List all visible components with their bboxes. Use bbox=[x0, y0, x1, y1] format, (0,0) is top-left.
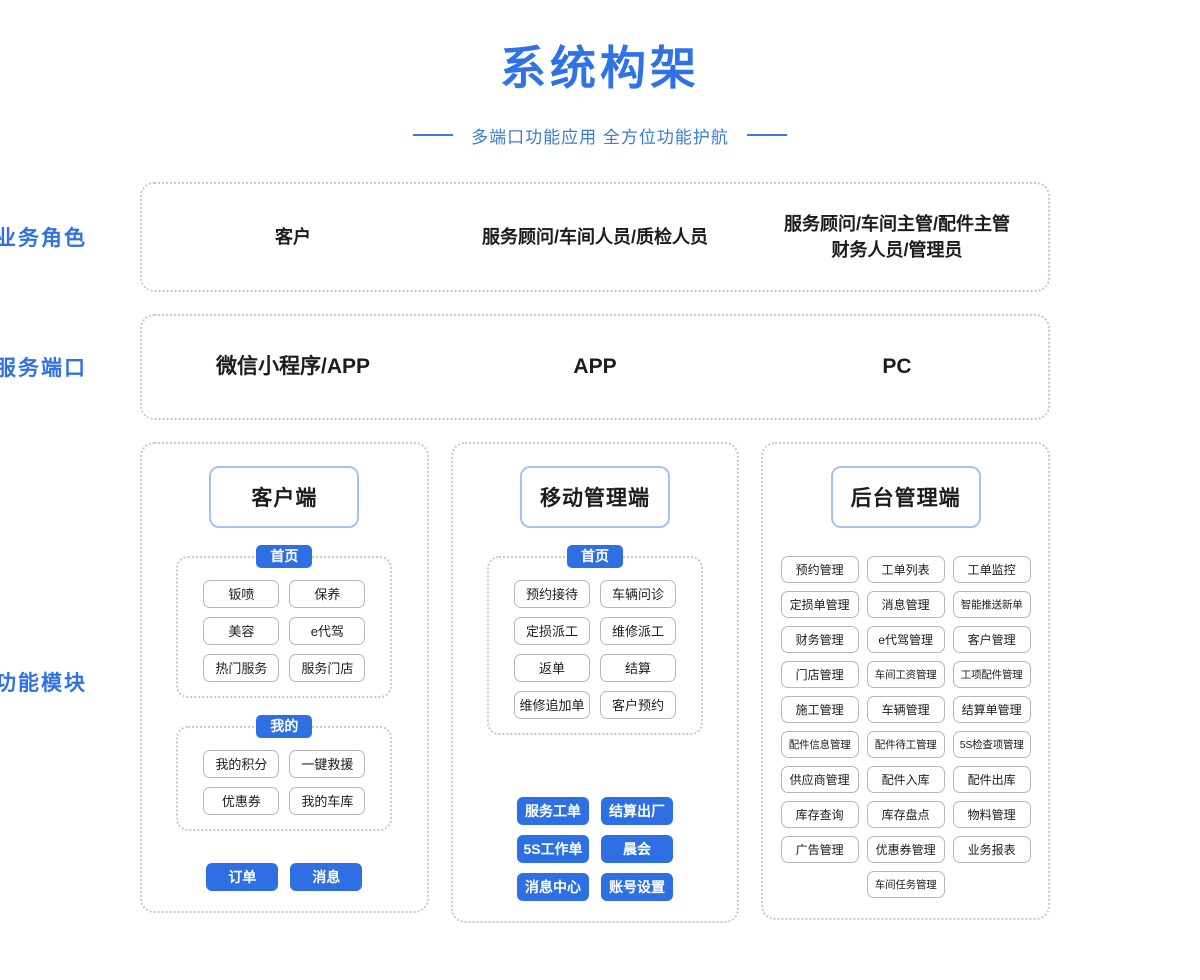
panel-client-mine-items: 我的积分 一键救援 优惠券 我的车库 bbox=[190, 749, 378, 815]
page-subtitle-row: 多端口功能应用 全方位功能护航 bbox=[0, 123, 1200, 148]
panel-mobile-home-items: 预约接待 车辆问诊 定损派工 维修派工 返单 结算 维修追加单 客户预约 bbox=[501, 579, 689, 719]
group-badge-mine: 我的 bbox=[256, 714, 313, 739]
business-roles-box: 客户 服务顾问/车间人员/质检人员 服务顾问/车间主管/配件主管 财务人员/管理… bbox=[140, 181, 1050, 292]
settlement-delivery-button[interactable]: 结算出厂 bbox=[601, 796, 673, 825]
list-item[interactable]: 业务报表 bbox=[952, 835, 1031, 863]
list-item[interactable]: 门店管理 bbox=[780, 660, 859, 688]
list-item[interactable]: 库存查询 bbox=[780, 800, 859, 828]
list-item[interactable]: 优惠券 bbox=[203, 786, 280, 815]
list-item[interactable]: 智能推送新单 bbox=[952, 590, 1031, 618]
account-settings-button[interactable]: 账号设置 bbox=[601, 872, 673, 901]
list-item[interactable]: 预约管理 bbox=[780, 555, 859, 583]
dash-right-icon bbox=[746, 134, 787, 137]
list-item[interactable]: 财务管理 bbox=[780, 625, 859, 653]
panel-mobile-admin: 移动管理端 首页 预约接待 车辆问诊 定损派工 维修派工 返单 结算 维修追加单… bbox=[450, 441, 740, 923]
function-module-panels: 客户端 首页 钣喷 保养 美容 e代驾 热门服务 服务门店 我的 我 bbox=[140, 441, 1051, 923]
list-item[interactable]: 定损单管理 bbox=[780, 590, 859, 618]
business-role-cell-3: 服务顾问/车间主管/配件主管 财务人员/管理员 bbox=[783, 213, 1010, 260]
list-item[interactable]: 热门服务 bbox=[203, 653, 280, 682]
panel-mobile-group-home: 首页 预约接待 车辆问诊 定损派工 维修派工 返单 结算 维修追加单 客户预约 bbox=[487, 544, 703, 735]
orders-button[interactable]: 订单 bbox=[206, 862, 279, 891]
list-item[interactable]: 维修追加单 bbox=[514, 690, 590, 719]
list-item[interactable]: 广告管理 bbox=[780, 835, 859, 863]
list-item[interactable]: 一键救援 bbox=[289, 749, 366, 778]
service-ports-box: 微信小程序/APP APP PC bbox=[140, 313, 1050, 420]
row-service-ports: 服务端口 微信小程序/APP APP PC bbox=[0, 313, 1050, 420]
panel-client-group-mine: 我的 我的积分 一键救援 优惠券 我的车库 bbox=[176, 714, 393, 831]
list-item[interactable]: e代驾管理 bbox=[866, 625, 945, 653]
page-subtitle: 多端口功能应用 全方位功能护航 bbox=[471, 127, 729, 147]
list-item[interactable]: 返单 bbox=[514, 653, 590, 682]
page-header: 系统构架 多端口功能应用 全方位功能护航 bbox=[0, 0, 1200, 148]
morning-meeting-button[interactable]: 晨会 bbox=[601, 834, 673, 863]
business-role-cell-2: 服务顾问/车间人员/质检人员 bbox=[481, 226, 708, 247]
messages-button[interactable]: 消息 bbox=[290, 862, 363, 891]
service-port-cell-2: APP bbox=[573, 354, 617, 378]
list-item[interactable]: 供应商管理 bbox=[780, 765, 859, 793]
five-s-worksheet-button[interactable]: 5S工作单 bbox=[517, 834, 589, 863]
list-item[interactable]: 配件信息管理 bbox=[780, 730, 859, 758]
panel-backend-admin-last-row: 车间任务管理 bbox=[779, 870, 1032, 898]
panel-backend-admin-title: 后台管理端 bbox=[830, 465, 981, 528]
list-item[interactable]: 我的积分 bbox=[203, 749, 280, 778]
list-item[interactable]: 5S检查项管理 bbox=[952, 730, 1031, 758]
list-item[interactable]: 定损派工 bbox=[514, 616, 590, 645]
list-item[interactable]: 车辆管理 bbox=[866, 695, 945, 723]
list-item[interactable]: 库存盘点 bbox=[866, 800, 945, 828]
list-item[interactable]: 优惠券管理 bbox=[866, 835, 945, 863]
row-business-roles: 业务角色 客户 服务顾问/车间人员/质检人员 服务顾问/车间主管/配件主管 财务… bbox=[0, 181, 1050, 292]
list-item[interactable]: 保养 bbox=[289, 579, 366, 608]
list-item[interactable]: 美容 bbox=[203, 616, 280, 645]
panel-mobile-primary-actions: 服务工单 结算出厂 5S工作单 晨会 消息中心 账号设置 bbox=[501, 796, 689, 901]
row-label-service-ports: 服务端口 bbox=[0, 356, 87, 380]
page-title: 系统构架 bbox=[500, 42, 700, 94]
list-item[interactable]: 工单列表 bbox=[866, 555, 945, 583]
panel-client-primary-actions: 订单 消息 bbox=[190, 862, 378, 891]
panel-mobile-admin-title: 移动管理端 bbox=[520, 465, 670, 528]
list-item[interactable]: 配件出库 bbox=[952, 765, 1031, 793]
panel-client-title: 客户端 bbox=[209, 465, 360, 528]
list-item[interactable]: 我的车库 bbox=[289, 786, 366, 815]
list-item[interactable]: 车间任务管理 bbox=[866, 870, 945, 898]
panel-client: 客户端 首页 钣喷 保养 美容 e代驾 热门服务 服务门店 我的 我 bbox=[140, 441, 429, 913]
list-item[interactable]: 配件入库 bbox=[866, 765, 945, 793]
list-item[interactable]: 预约接待 bbox=[514, 579, 590, 608]
list-item[interactable]: 施工管理 bbox=[780, 695, 859, 723]
list-item[interactable]: 客户管理 bbox=[952, 625, 1031, 653]
list-item[interactable]: 维修派工 bbox=[600, 616, 676, 645]
panel-client-group-home: 首页 钣喷 保养 美容 e代驾 热门服务 服务门店 bbox=[176, 544, 393, 698]
list-item[interactable]: 钣喷 bbox=[203, 579, 280, 608]
row-label-business-roles: 业务角色 bbox=[0, 226, 87, 250]
list-item[interactable]: 消息管理 bbox=[866, 590, 945, 618]
group-badge-home: 首页 bbox=[567, 544, 623, 569]
panel-backend-admin-items: 预约管理 工单列表 工单监控 定损单管理 消息管理 智能推送新单 财务管理 e代… bbox=[779, 555, 1032, 898]
service-port-cell-3: PC bbox=[882, 354, 912, 378]
list-item[interactable]: 车间工资管理 bbox=[866, 660, 945, 688]
panel-client-home-items: 钣喷 保养 美容 e代驾 热门服务 服务门店 bbox=[190, 579, 378, 682]
dash-left-icon bbox=[413, 134, 454, 137]
list-item[interactable]: 结算 bbox=[600, 653, 676, 682]
list-item[interactable]: e代驾 bbox=[289, 616, 366, 645]
list-item[interactable]: 工单监控 bbox=[952, 555, 1031, 583]
list-item[interactable]: 工项配件管理 bbox=[952, 660, 1031, 688]
service-port-cell-1: 微信小程序/APP bbox=[215, 354, 370, 378]
message-center-button[interactable]: 消息中心 bbox=[517, 872, 589, 901]
list-item[interactable]: 服务门店 bbox=[289, 653, 366, 682]
list-item[interactable]: 车辆问诊 bbox=[600, 579, 676, 608]
list-item[interactable]: 客户预约 bbox=[600, 690, 676, 719]
panel-backend-admin: 后台管理端 预约管理 工单列表 工单监控 定损单管理 消息管理 智能推送新单 财… bbox=[761, 441, 1051, 920]
business-role-cell-1: 客户 bbox=[275, 226, 311, 247]
group-badge-home: 首页 bbox=[256, 544, 313, 569]
service-workorder-button[interactable]: 服务工单 bbox=[517, 796, 589, 825]
list-item[interactable]: 配件待工管理 bbox=[866, 730, 945, 758]
row-label-function-modules: 功能模块 bbox=[0, 672, 87, 696]
architecture-diagram: 业务角色 客户 服务顾问/车间人员/质检人员 服务顾问/车间主管/配件主管 财务… bbox=[0, 181, 1200, 923]
list-item[interactable]: 结算单管理 bbox=[952, 695, 1031, 723]
row-function-modules: 功能模块 客户端 首页 钣喷 保养 美容 e代驾 热门服务 服务门店 bbox=[0, 441, 1051, 923]
list-item[interactable]: 物料管理 bbox=[952, 800, 1031, 828]
